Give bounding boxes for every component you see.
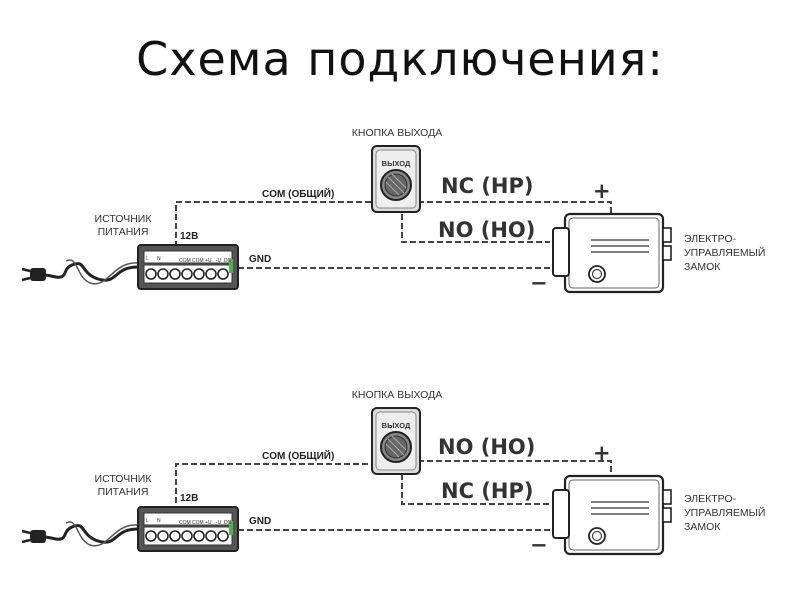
psu-terminal-dc: DC — [224, 258, 232, 264]
psu-terminal-com1: COM — [179, 520, 191, 526]
minus-sign: − — [530, 271, 548, 295]
exit-button-device — [371, 407, 421, 475]
lock-label-line3: ЗАМОК — [684, 521, 721, 533]
lower-contact-label: NO (НО) — [438, 218, 535, 242]
diagram-2: L N COM COM +U -U DC ВЫХОД КНОПКА ВЫХОДА… — [20, 389, 765, 557]
power-supply — [20, 243, 240, 291]
power-label-line2: ПИТАНИЯ — [98, 226, 149, 238]
lock-label-line2: УПРАВЛЯЕМЫЙ — [684, 506, 765, 519]
lock-label-line1: ЭЛЕКТРО- — [684, 493, 737, 505]
electric-lock — [551, 474, 673, 556]
com-wire — [175, 463, 375, 512]
power-label-line1: ИСТОЧНИК — [95, 213, 153, 225]
exit-button-label: КНОПКА ВЫХОДА — [352, 127, 442, 139]
v12-label: 12В — [180, 493, 198, 504]
lock-label-line3: ЗАМОК — [684, 261, 721, 273]
plus-sign: + — [593, 441, 611, 465]
page-title: Схема подключения: — [136, 32, 664, 86]
gnd-label: GND — [249, 516, 271, 527]
button-face-label: ВЫХОД — [382, 421, 411, 430]
upper-contact-label: NC (НР) — [441, 174, 533, 198]
psu-terminal-com1: COM — [179, 258, 191, 264]
com-label: COM (ОБЩИЙ) — [262, 449, 334, 462]
v12-label: 12В — [180, 231, 198, 242]
lower-contact-wire — [401, 214, 550, 243]
psu-terminal-minus: -U — [216, 258, 222, 264]
lock-label-line1: ЭЛЕКТРО- — [684, 233, 737, 245]
psu-terminal-com2: COM — [192, 520, 204, 526]
electric-lock — [551, 212, 673, 294]
power-label-line2: ПИТАНИЯ — [98, 486, 149, 498]
upper-contact-label: NO (НО) — [438, 435, 535, 459]
psu-terminal-com2: COM — [192, 258, 204, 264]
power-label-line1: ИСТОЧНИК — [95, 473, 153, 485]
com-wire — [175, 201, 375, 247]
upper-contact-wire — [418, 201, 612, 216]
exit-button-device — [371, 145, 421, 213]
com-label: COM (ОБЩИЙ) — [262, 187, 334, 200]
lower-contact-label: NC (НР) — [441, 479, 533, 503]
psu-terminal-n: N — [157, 256, 161, 262]
psu-terminal-l: L — [146, 518, 149, 524]
psu-terminal-dc: DC — [224, 520, 232, 526]
diagram-1: L N COM COM +U -U DC ВЫХОД КНОПКА ВЫХОДА… — [20, 127, 765, 295]
psu-terminal-minus: -U — [216, 520, 222, 526]
gnd-label: GND — [249, 254, 271, 265]
lock-label-line2: УПРАВЛЯЕМЫЙ — [684, 246, 765, 259]
psu-terminal-plus: +U — [205, 520, 212, 526]
exit-button-label: КНОПКА ВЫХОДА — [352, 389, 442, 401]
button-face-label: ВЫХОД — [382, 159, 411, 168]
plus-sign: + — [593, 179, 611, 203]
upper-contact-wire — [418, 460, 612, 476]
psu-terminal-l: L — [146, 256, 149, 262]
lower-contact-wire — [401, 474, 550, 505]
power-supply — [20, 505, 240, 553]
minus-sign: − — [530, 533, 548, 557]
psu-terminal-n: N — [157, 518, 161, 524]
psu-terminal-plus: +U — [205, 258, 212, 264]
